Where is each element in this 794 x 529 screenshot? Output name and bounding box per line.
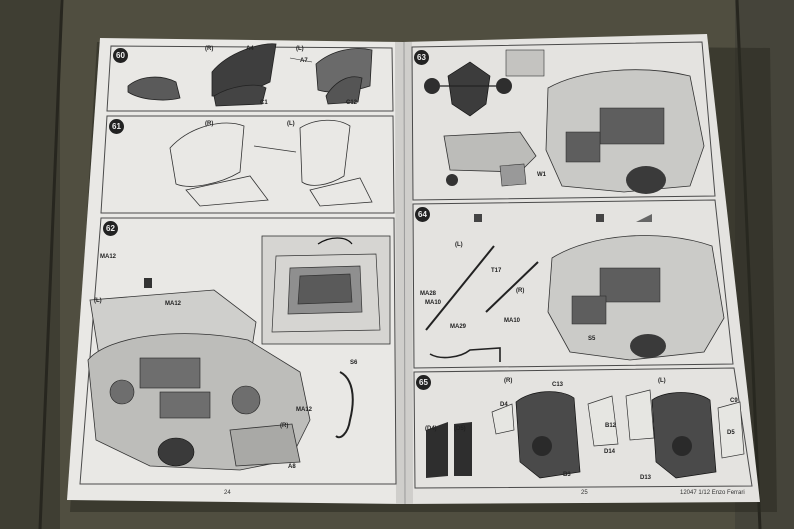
part-label-ma12-bot: MA12	[296, 407, 313, 413]
part-label-d5-box: (D5)	[454, 426, 466, 432]
part-label-d4: D4	[500, 402, 508, 408]
part-label-s6: S6	[350, 360, 358, 366]
step-62-drawings	[87, 235, 391, 471]
part-label-c1: C1	[260, 100, 268, 106]
part-label-ma28: MA28	[420, 291, 437, 297]
step-number-63: 63	[414, 50, 429, 65]
panel-step-64	[412, 199, 734, 369]
step-63-drawings	[424, 49, 705, 194]
part-label-b3: B3	[563, 472, 571, 478]
deck-seam-left	[38, 0, 64, 529]
step-60-drawings	[127, 43, 373, 107]
part-label-l-64: (L)	[455, 242, 463, 248]
part-label-a4: A4	[246, 46, 254, 52]
panel-step-60	[106, 45, 394, 112]
part-label-s5: S5	[588, 336, 596, 342]
part-label-r-62: (R)	[280, 423, 289, 429]
part-label-b12: B12	[605, 423, 617, 429]
step-number-65: 65	[416, 375, 431, 390]
part-label-d4-box: (D4)	[425, 426, 437, 432]
part-label-ma29: MA29	[450, 324, 467, 330]
step-number-64: 64	[415, 207, 430, 222]
part-label-r-top: (R)	[205, 46, 214, 52]
footer-right: 12047 1/12 Enzo Ferrari	[680, 490, 745, 496]
page-number-left: 24	[224, 490, 231, 496]
part-label-l-65: (L)	[658, 378, 666, 384]
page-number-right: 25	[581, 490, 588, 496]
part-label-ma10-a: MA10	[425, 300, 442, 306]
step-number-60: 60	[113, 48, 128, 63]
panel-step-65	[413, 367, 753, 489]
part-label-c13: C13	[552, 382, 564, 388]
step-61-drawings	[169, 119, 373, 207]
part-label-r-65: (R)	[504, 378, 513, 384]
part-label-c12: C12	[346, 100, 358, 106]
part-label-r-61: (R)	[205, 121, 214, 127]
part-label-ma10-b: MA10	[504, 318, 521, 324]
part-label-a7: A7	[300, 58, 308, 64]
part-label-c9: C9	[730, 398, 738, 404]
part-label-a8: A8	[288, 464, 296, 470]
part-label-d14: D14	[604, 449, 616, 455]
part-label-ma12-top: MA12	[100, 254, 117, 260]
part-label-l-62: (L)	[94, 298, 102, 304]
part-label-w1: W1	[537, 172, 546, 178]
panel-step-63	[411, 41, 716, 201]
part-label-ma12-mid: MA12	[165, 301, 182, 307]
panel-step-62	[79, 217, 397, 485]
part-label-l-61: (L)	[287, 121, 295, 127]
step-64-drawings	[425, 214, 725, 362]
panel-step-61	[100, 115, 395, 214]
step-65-drawings	[426, 389, 745, 479]
part-label-d13: D13	[640, 475, 652, 481]
booklet-spine	[403, 41, 406, 505]
step-number-62: 62	[103, 221, 118, 236]
part-label-d5: D5	[727, 430, 735, 436]
part-label-r-64: (R)	[516, 288, 525, 294]
step-number-61: 61	[109, 119, 124, 134]
part-label-l-top: (L)	[296, 46, 304, 52]
part-label-t17: T17	[491, 268, 502, 274]
